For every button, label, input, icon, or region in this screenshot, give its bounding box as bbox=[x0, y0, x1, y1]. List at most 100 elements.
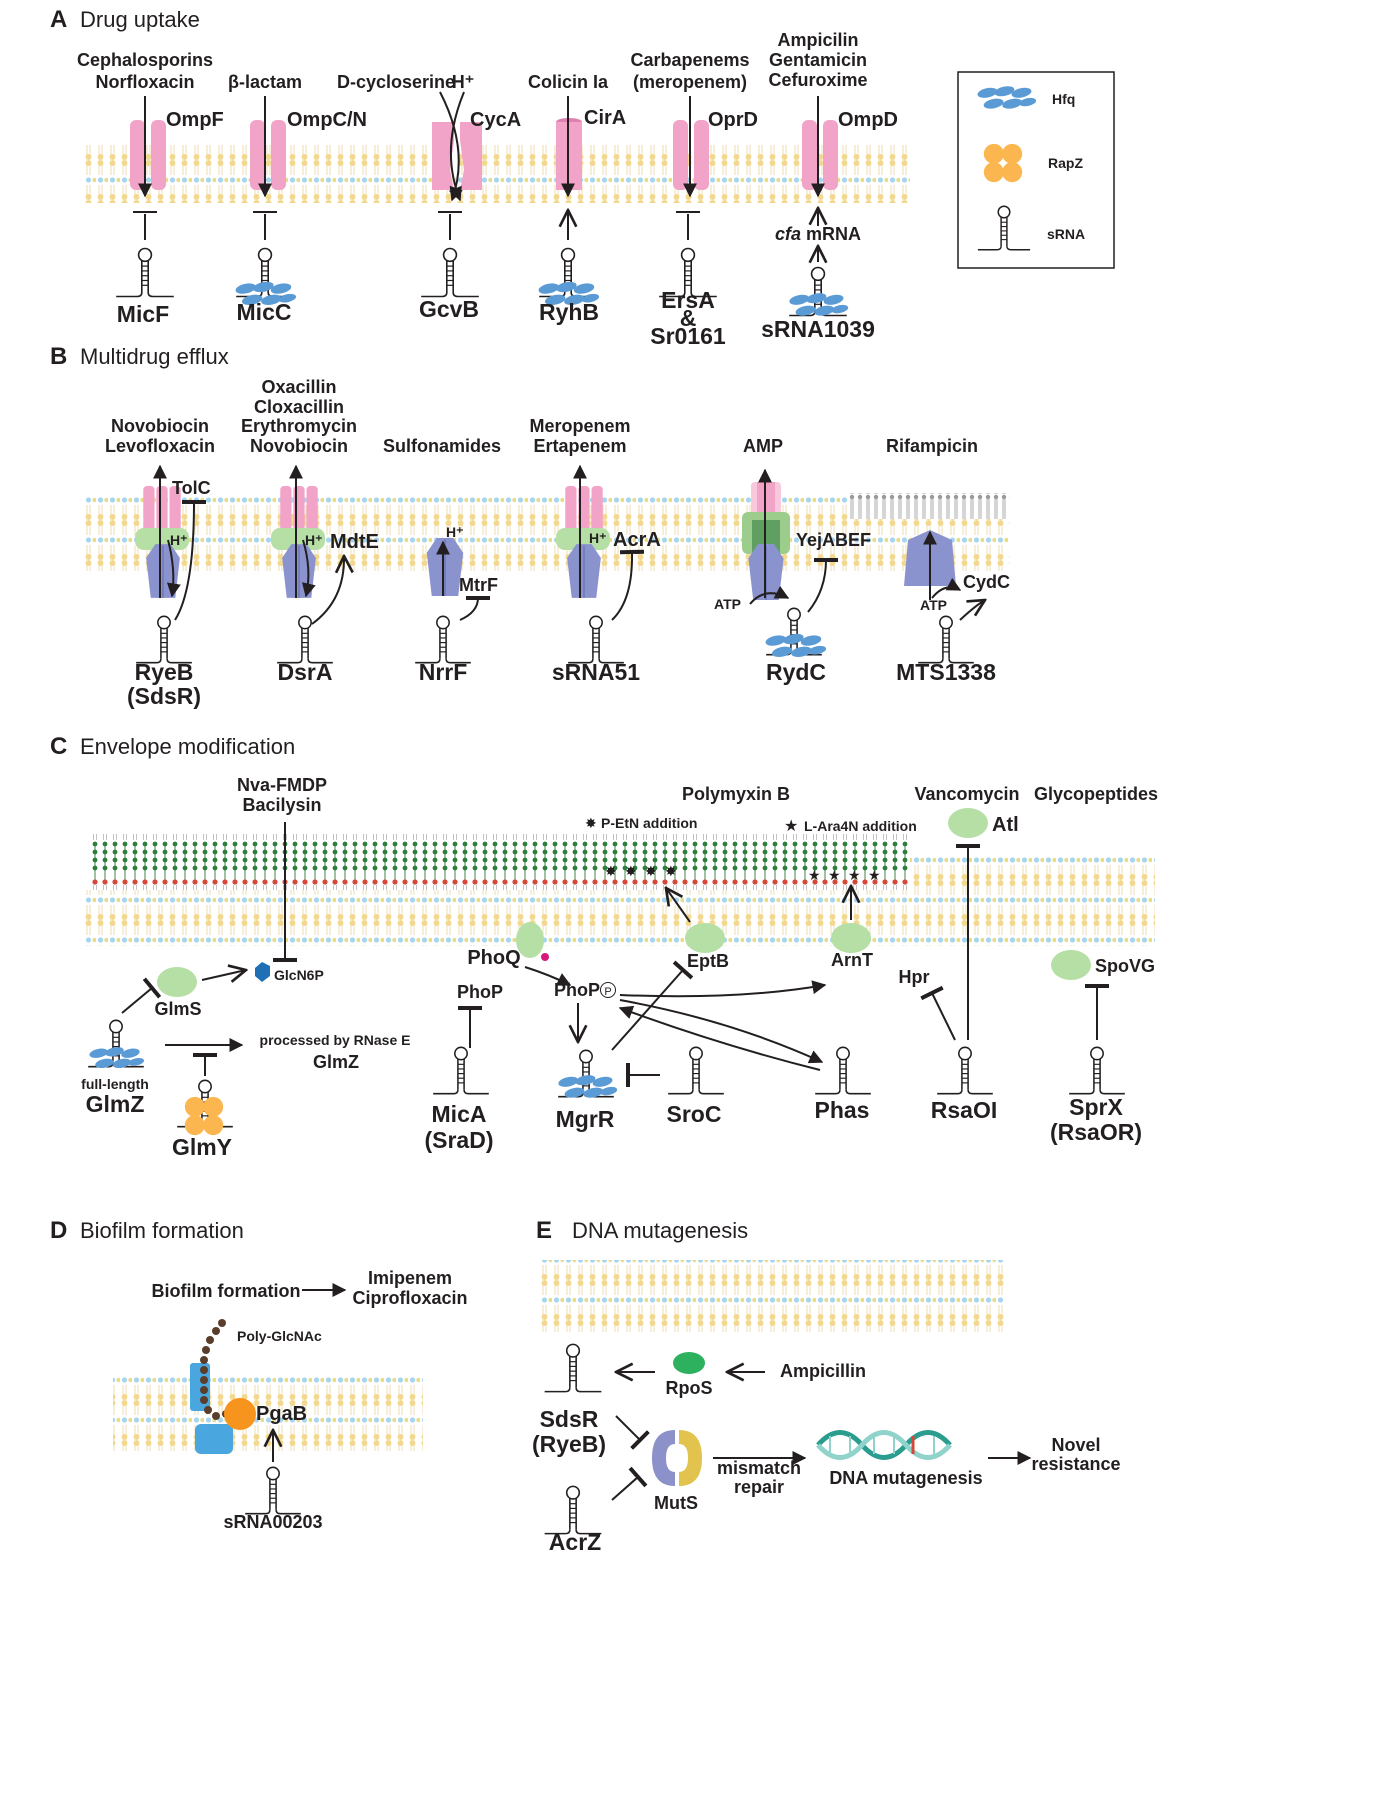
phosphate-circle bbox=[600, 982, 616, 998]
rpos-label: RpoS bbox=[666, 1378, 713, 1398]
phop-phas-arrow bbox=[619, 999, 824, 1064]
yejabef-atp-arrow bbox=[749, 585, 790, 605]
mdte-proton-arrow bbox=[302, 539, 316, 598]
double-membrane-b bbox=[85, 497, 848, 571]
cira-drug-label: Colicin Ia bbox=[528, 72, 609, 92]
proton-label: H⁺ bbox=[452, 72, 475, 92]
panel-e-letter: E bbox=[536, 1217, 552, 1244]
phop-p-label: PhoP- bbox=[554, 980, 606, 1000]
sprx-rsaor-label: SprX(RsaOR) bbox=[1050, 1094, 1142, 1145]
outer-membrane-a bbox=[85, 143, 910, 203]
panel-a-letter: A bbox=[50, 6, 67, 33]
phas-hairpin bbox=[814, 1046, 872, 1095]
mts1338-label: MTS1338 bbox=[896, 659, 996, 685]
lps-outer-leaflet bbox=[92, 834, 910, 890]
ompcn-label: OmpC/N bbox=[287, 109, 367, 131]
pga-complex bbox=[195, 1424, 233, 1454]
tolc-proton: H⁺ bbox=[170, 532, 188, 548]
poly-glcnac-chain bbox=[200, 1319, 230, 1420]
mtrf-proton: H⁺ bbox=[446, 524, 464, 540]
legend-rapz-label: RapZ bbox=[1048, 155, 1083, 171]
sdsr-muts-repression bbox=[615, 1415, 650, 1450]
dna-mutagenesis-label: DNA mutagenesis bbox=[829, 1468, 982, 1488]
lara-star-1: ★ bbox=[808, 867, 821, 883]
nrrf-hairpin bbox=[414, 615, 472, 664]
yejabef-atp: ATP bbox=[714, 596, 741, 612]
panel-d-letter: D bbox=[50, 1217, 67, 1244]
poly-glcnac-label: Poly-GlcNAc bbox=[237, 1328, 322, 1344]
ersa-regulation bbox=[676, 211, 700, 240]
lara-star-2: ★ bbox=[828, 867, 841, 883]
vancomycin-label: Vancomycin bbox=[914, 784, 1019, 804]
lara-star-4: ★ bbox=[868, 867, 881, 883]
ompf-label: OmpF bbox=[166, 109, 224, 131]
legend-hfq-label: Hfq bbox=[1052, 91, 1075, 107]
nrrf-label: NrrF bbox=[419, 659, 468, 685]
gram-negative-membrane-c bbox=[85, 890, 910, 946]
gcvb-label: GcvB bbox=[419, 296, 479, 322]
acra-label: AcrA bbox=[613, 529, 661, 551]
mgrr-hfq bbox=[557, 1073, 618, 1100]
sdsr-hairpin bbox=[543, 1343, 603, 1393]
legend-box bbox=[957, 71, 1115, 269]
tolc-efflux-pump bbox=[135, 486, 189, 599]
glms-protein bbox=[157, 967, 197, 997]
sroc-label: SroC bbox=[667, 1101, 722, 1127]
processed-label: processed by RNase E bbox=[260, 1032, 411, 1048]
lara-legend-star: ★ bbox=[784, 818, 798, 835]
eptb-petn-arrow bbox=[666, 888, 691, 923]
panel-b-letter: B bbox=[50, 343, 67, 370]
glmy-label: GlmY bbox=[172, 1134, 232, 1160]
phoq-sensor bbox=[516, 922, 544, 958]
petn-star-2: ✸ bbox=[625, 863, 637, 879]
polymyxin-label: Polymyxin B bbox=[682, 784, 790, 804]
full-length-label: full-length bbox=[81, 1076, 149, 1092]
phosphate-symbol: P bbox=[604, 986, 611, 998]
glmz-glms-regulation bbox=[121, 977, 162, 1014]
ompd-label: OmpD bbox=[838, 109, 898, 131]
acra-proton: H⁺ bbox=[589, 530, 607, 546]
legend: Hfq RapZ sRNA bbox=[957, 71, 1115, 269]
sdsr-ryeb-label: SdsR(RyeB) bbox=[532, 1406, 606, 1457]
srna51-acra-repression bbox=[611, 549, 645, 621]
dna-helix bbox=[816, 1430, 952, 1460]
mtrf-drug-label: Sulfonamides bbox=[383, 436, 501, 456]
rydc-label: RydC bbox=[766, 659, 826, 685]
micf-regulation bbox=[133, 211, 157, 240]
panel-d: D Biofilm formation Biofilm formation Im… bbox=[50, 1217, 468, 1532]
cfa-mrna-label: cfa mRNA bbox=[775, 224, 861, 244]
muts-dimer bbox=[652, 1430, 702, 1486]
phoq-phosphate bbox=[541, 953, 549, 961]
oprd-drug-labels: Carbapenems(meropenem) bbox=[630, 50, 749, 92]
cyca-uptake-arrow-2 bbox=[448, 91, 465, 202]
srna51-label: sRNA51 bbox=[552, 659, 640, 685]
phop-arnt-arrow bbox=[619, 980, 827, 998]
tolc-proton-arrow bbox=[166, 539, 181, 598]
ryeb-hairpin bbox=[135, 615, 193, 664]
acra-efflux-pump bbox=[556, 486, 610, 599]
micf-hairpin bbox=[115, 247, 175, 298]
petn-legend-star: ✸ bbox=[585, 815, 597, 831]
cyca-transporter bbox=[432, 122, 482, 190]
ryeb-sdsr-label: RyeB(SdsR) bbox=[127, 659, 201, 709]
glycopeptides-label: Glycopeptides bbox=[1034, 784, 1158, 804]
glms-label: GlmS bbox=[154, 999, 201, 1019]
ersa-sr0161-label: ErsA&Sr0161 bbox=[650, 287, 726, 349]
mtrf-transporter bbox=[425, 537, 465, 597]
hpr-label: Hpr bbox=[899, 967, 930, 987]
membrane-e bbox=[540, 1260, 1004, 1332]
cydc-atp: ATP bbox=[920, 597, 947, 613]
rpos-protein bbox=[673, 1352, 705, 1374]
rydc-yejabef-repression bbox=[807, 557, 839, 613]
dsra-mdte-activation bbox=[311, 556, 344, 625]
glcn6p-label: GlcN6P bbox=[274, 967, 324, 983]
panel-c: C Envelope modification ✸ ✸ ✸ ✸ ★ ★ ★ ★ … bbox=[50, 733, 1158, 1160]
phoq-label: PhoQ bbox=[467, 947, 520, 969]
gcvb-hairpin bbox=[420, 247, 480, 298]
ryeb-tolc-repression bbox=[174, 499, 207, 621]
mts1338-hairpin bbox=[917, 615, 975, 664]
